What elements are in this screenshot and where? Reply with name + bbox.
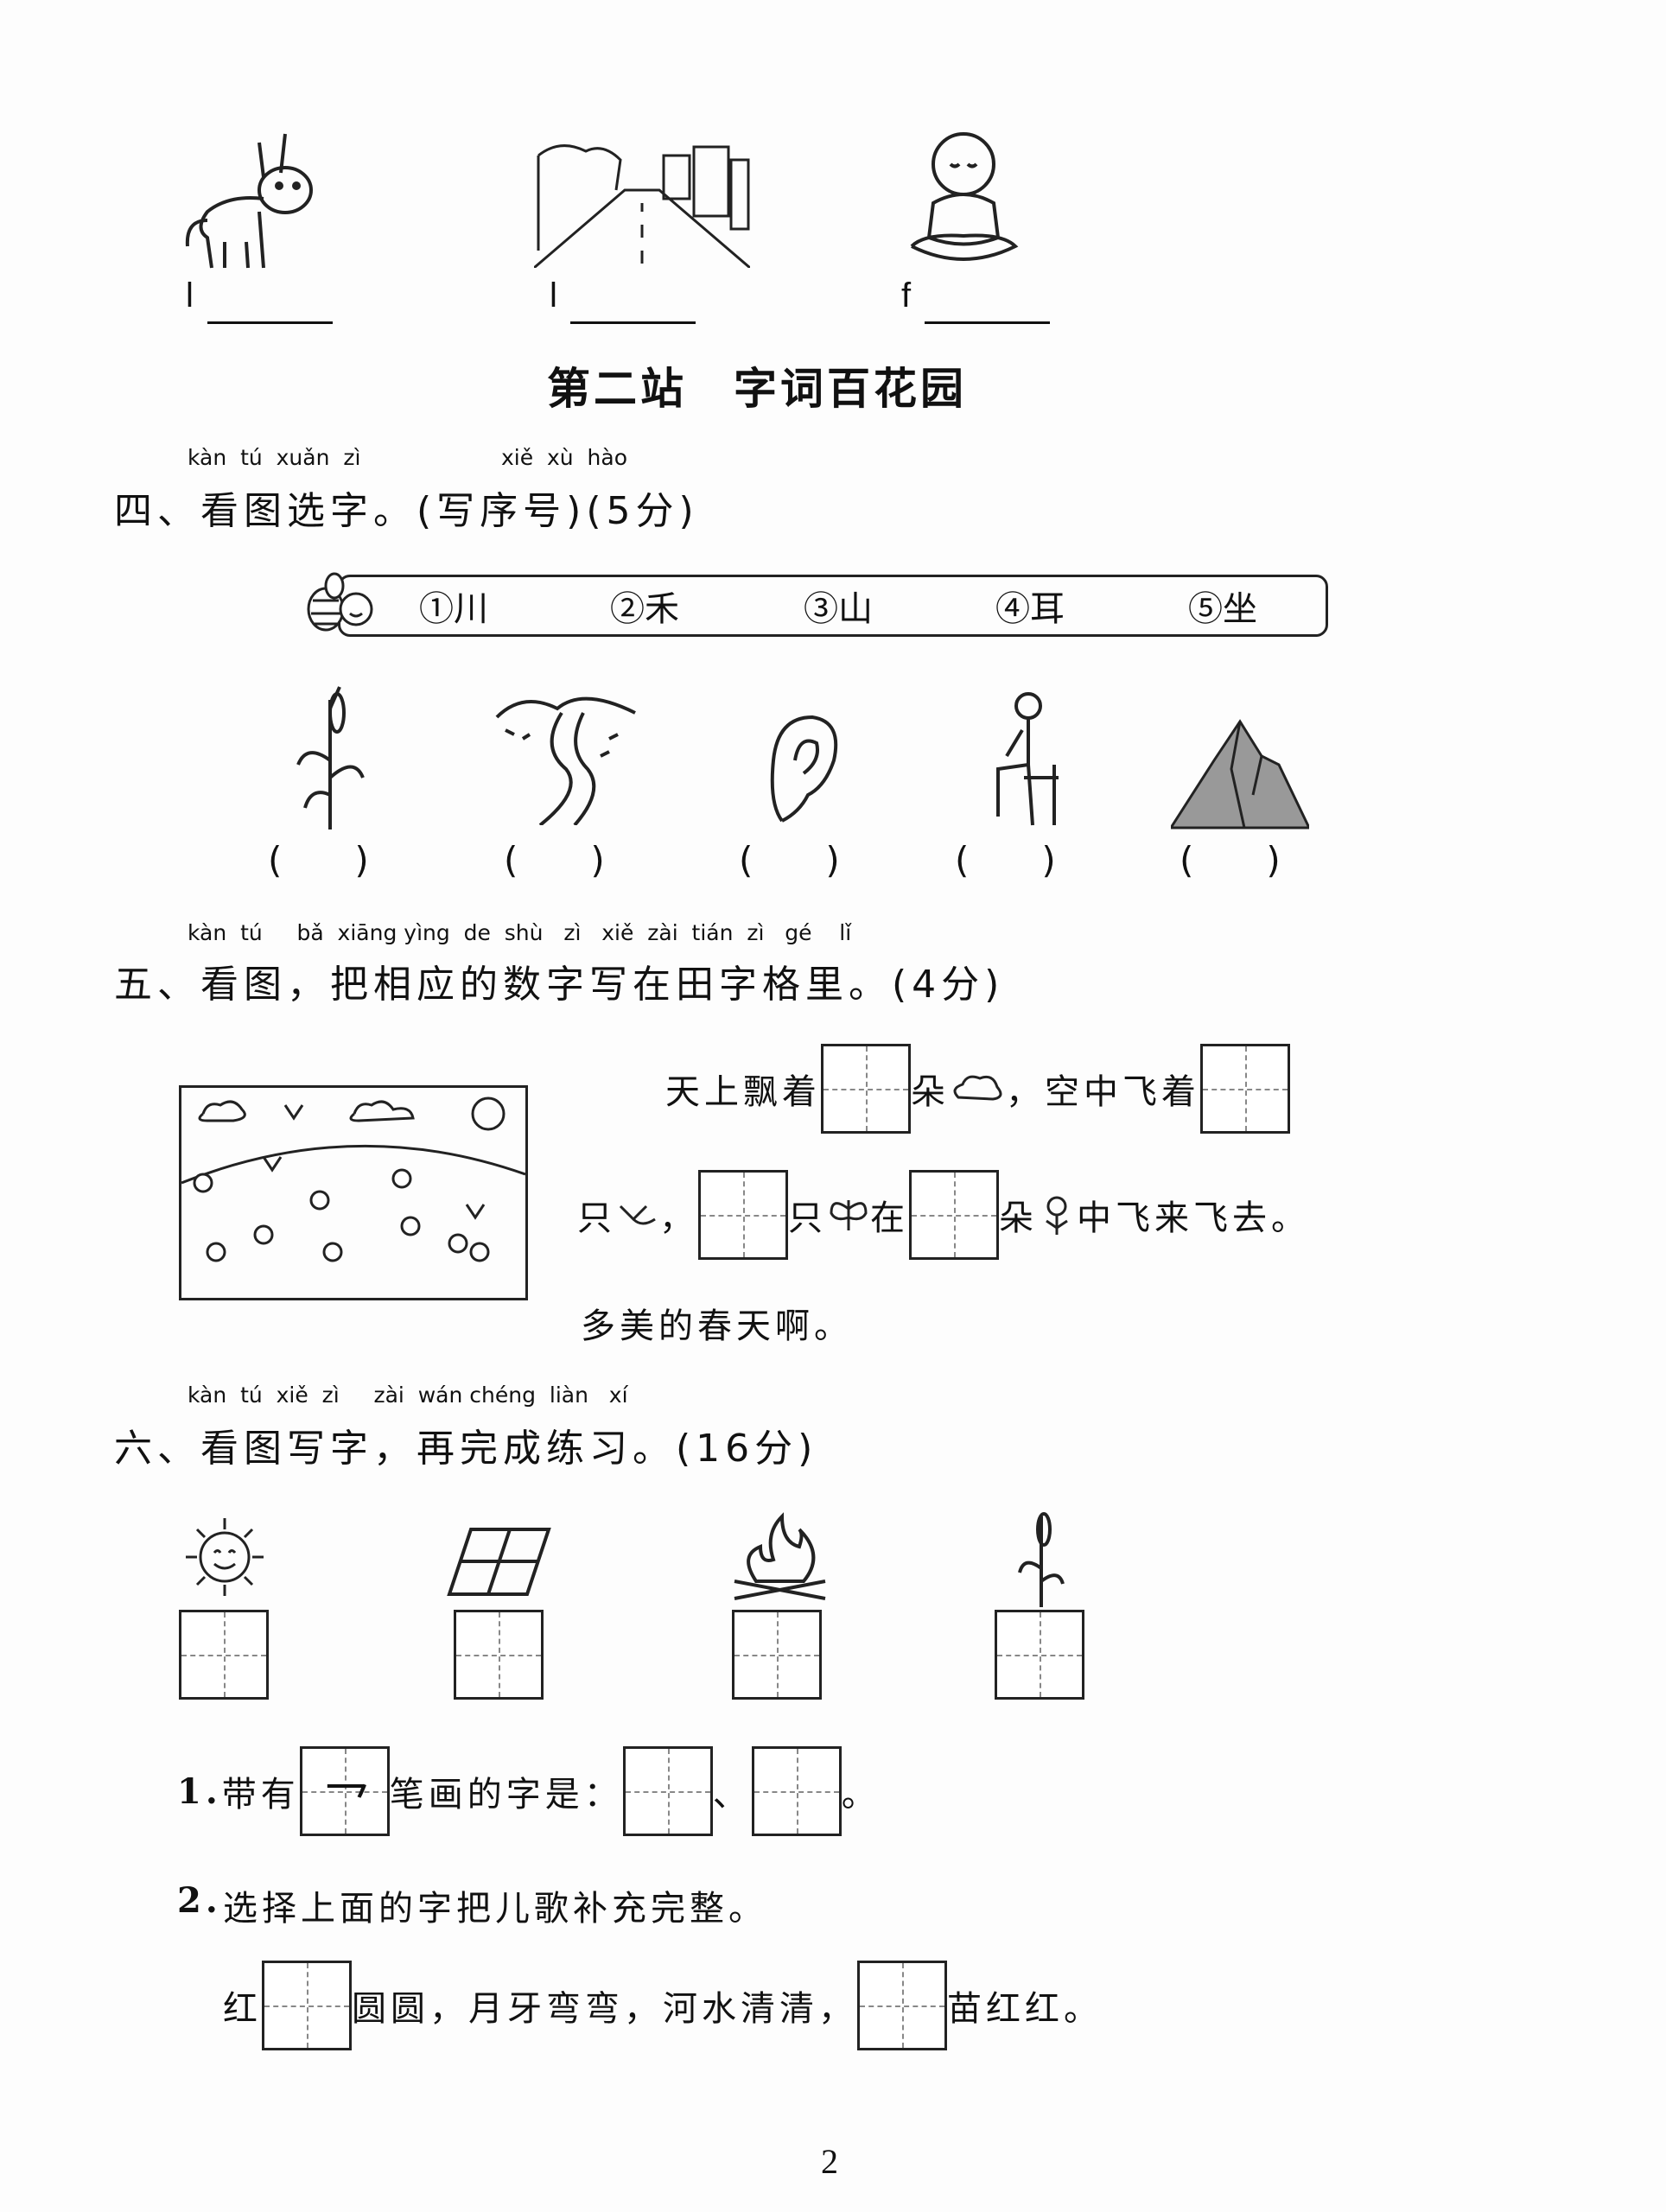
- q3-answer-grid-2[interactable]: [857, 1961, 947, 2050]
- q3-text-b: 圆圆，月牙弯弯，河水清清，: [352, 1989, 857, 2029]
- answer-label-3: f: [901, 276, 912, 315]
- q1-text-a: 带有: [221, 1775, 300, 1815]
- ear-icon: [770, 715, 838, 823]
- mountain-icon: [1171, 719, 1309, 830]
- line1-text-c: ，空中飞着: [1006, 1072, 1200, 1112]
- q1-text-b: 笔画的字是：: [389, 1775, 623, 1815]
- line2-text-b: ，: [659, 1198, 698, 1238]
- answer-paren-5[interactable]: ( ): [1180, 839, 1281, 881]
- street-icon: [534, 144, 750, 268]
- q3-text-c: 苗红红。: [947, 1989, 1103, 2029]
- donkey-icon: [185, 133, 313, 269]
- line2-text-e: 朵: [999, 1198, 1038, 1238]
- q1-answer-grid-2[interactable]: [751, 1746, 842, 1836]
- sun-char-grid[interactable]: [179, 1610, 269, 1700]
- stroke-example: 乛: [322, 1777, 370, 1832]
- butterfly-icon: [830, 1199, 868, 1230]
- buddha-icon: [910, 132, 1019, 261]
- bird-icon: [619, 1205, 656, 1225]
- q3-answer-grid-1[interactable]: [262, 1961, 352, 2050]
- answer-label-1: l: [186, 276, 194, 315]
- answer-paren-4[interactable]: ( ): [955, 839, 1056, 881]
- section5-pinyin: kàn tú bǎ xiāng yìng de shù zì xiě zài t…: [188, 920, 852, 945]
- line1-text-a: 天上飘着: [665, 1072, 821, 1112]
- field-icon: [447, 1528, 551, 1596]
- section5-heading: 五、看图，把相应的数字写在田字格里。(4分): [114, 963, 1005, 1007]
- line2-text-d: 在: [870, 1198, 909, 1238]
- answer-blank-1[interactable]: [207, 321, 333, 324]
- q1-end: 。: [841, 1775, 881, 1815]
- spring-scene-picture: [179, 1085, 528, 1300]
- answer-paren-1[interactable]: ( ): [268, 839, 369, 881]
- option-5: ⑤坐: [1188, 589, 1257, 629]
- answer-paren-3[interactable]: ( ): [739, 839, 840, 881]
- answer-blank-3[interactable]: [925, 321, 1050, 324]
- answer-blank-2[interactable]: [570, 321, 696, 324]
- q1-answer-grid-1[interactable]: [622, 1746, 713, 1836]
- river-icon: [495, 696, 636, 825]
- page-number: 2: [821, 2142, 838, 2181]
- stroke-example-grid: 乛: [299, 1746, 390, 1836]
- fire-char-grid[interactable]: [732, 1610, 822, 1700]
- sun-icon: [186, 1518, 264, 1596]
- q1-separator: 、: [712, 1775, 752, 1815]
- section5-line1: 天上飘着 朵 ，空中飞着: [665, 1044, 1290, 1134]
- q2-text: 选择上面的字把儿歌补充完整。: [223, 1889, 767, 1929]
- section6-pinyin: kàn tú xiě zì zài wán chéng liàn xí: [188, 1382, 628, 1408]
- seedling-icon: [1018, 1512, 1065, 1607]
- flower-icon: [1046, 1196, 1068, 1235]
- cloud-icon: [953, 1075, 1002, 1101]
- line2-text-f: 中飞来飞去。: [1077, 1198, 1310, 1238]
- cloud-count-grid[interactable]: [821, 1044, 911, 1134]
- sitting-girl-icon: [996, 692, 1059, 826]
- section4-pinyin-b: xiě xù hào: [501, 445, 628, 470]
- line2-text-c: 只: [788, 1198, 827, 1238]
- option-1: ①川: [419, 589, 488, 629]
- answer-label-2: l: [550, 276, 557, 315]
- question-1: 1. 带有 乛 笔画的字是： 、 。: [177, 1746, 881, 1836]
- fire-icon: [734, 1512, 826, 1600]
- bee-icon: [307, 572, 373, 632]
- field-char-grid[interactable]: [454, 1610, 544, 1700]
- wheat-icon: [296, 686, 365, 830]
- q3-text-a: 红: [223, 1989, 262, 2029]
- butterfly-count-grid[interactable]: [698, 1170, 788, 1260]
- bird-count-grid[interactable]: [1200, 1044, 1290, 1134]
- seedling-char-grid[interactable]: [995, 1610, 1084, 1700]
- station-title: 第二站 字词百花园: [547, 364, 967, 414]
- line3-text: 多美的春天啊。: [581, 1306, 853, 1346]
- section5-line2: 只 ， 只 在 朵 中飞来飞去。: [577, 1170, 1310, 1260]
- answer-paren-2[interactable]: ( ): [504, 839, 605, 881]
- q1-number: 1.: [177, 1770, 222, 1812]
- line2-text-a: 只: [577, 1198, 616, 1238]
- q2-number: 2.: [177, 1880, 222, 1921]
- line1-text-b: 朵: [911, 1072, 950, 1112]
- option-3: ③山: [804, 589, 873, 629]
- question-3: 红 圆圆，月牙弯弯，河水清清， 苗红红。: [223, 1961, 1103, 2050]
- section4-pinyin-a: kàn tú xuǎn zì: [188, 445, 361, 470]
- section4-heading: 四、看图选字。(写序号)(5分): [114, 489, 699, 533]
- option-2: ②禾: [610, 589, 679, 629]
- section6-heading: 六、看图写字，再完成练习。(16分): [114, 1427, 818, 1471]
- option-4: ④耳: [995, 589, 1065, 629]
- flower-count-grid[interactable]: [909, 1170, 999, 1260]
